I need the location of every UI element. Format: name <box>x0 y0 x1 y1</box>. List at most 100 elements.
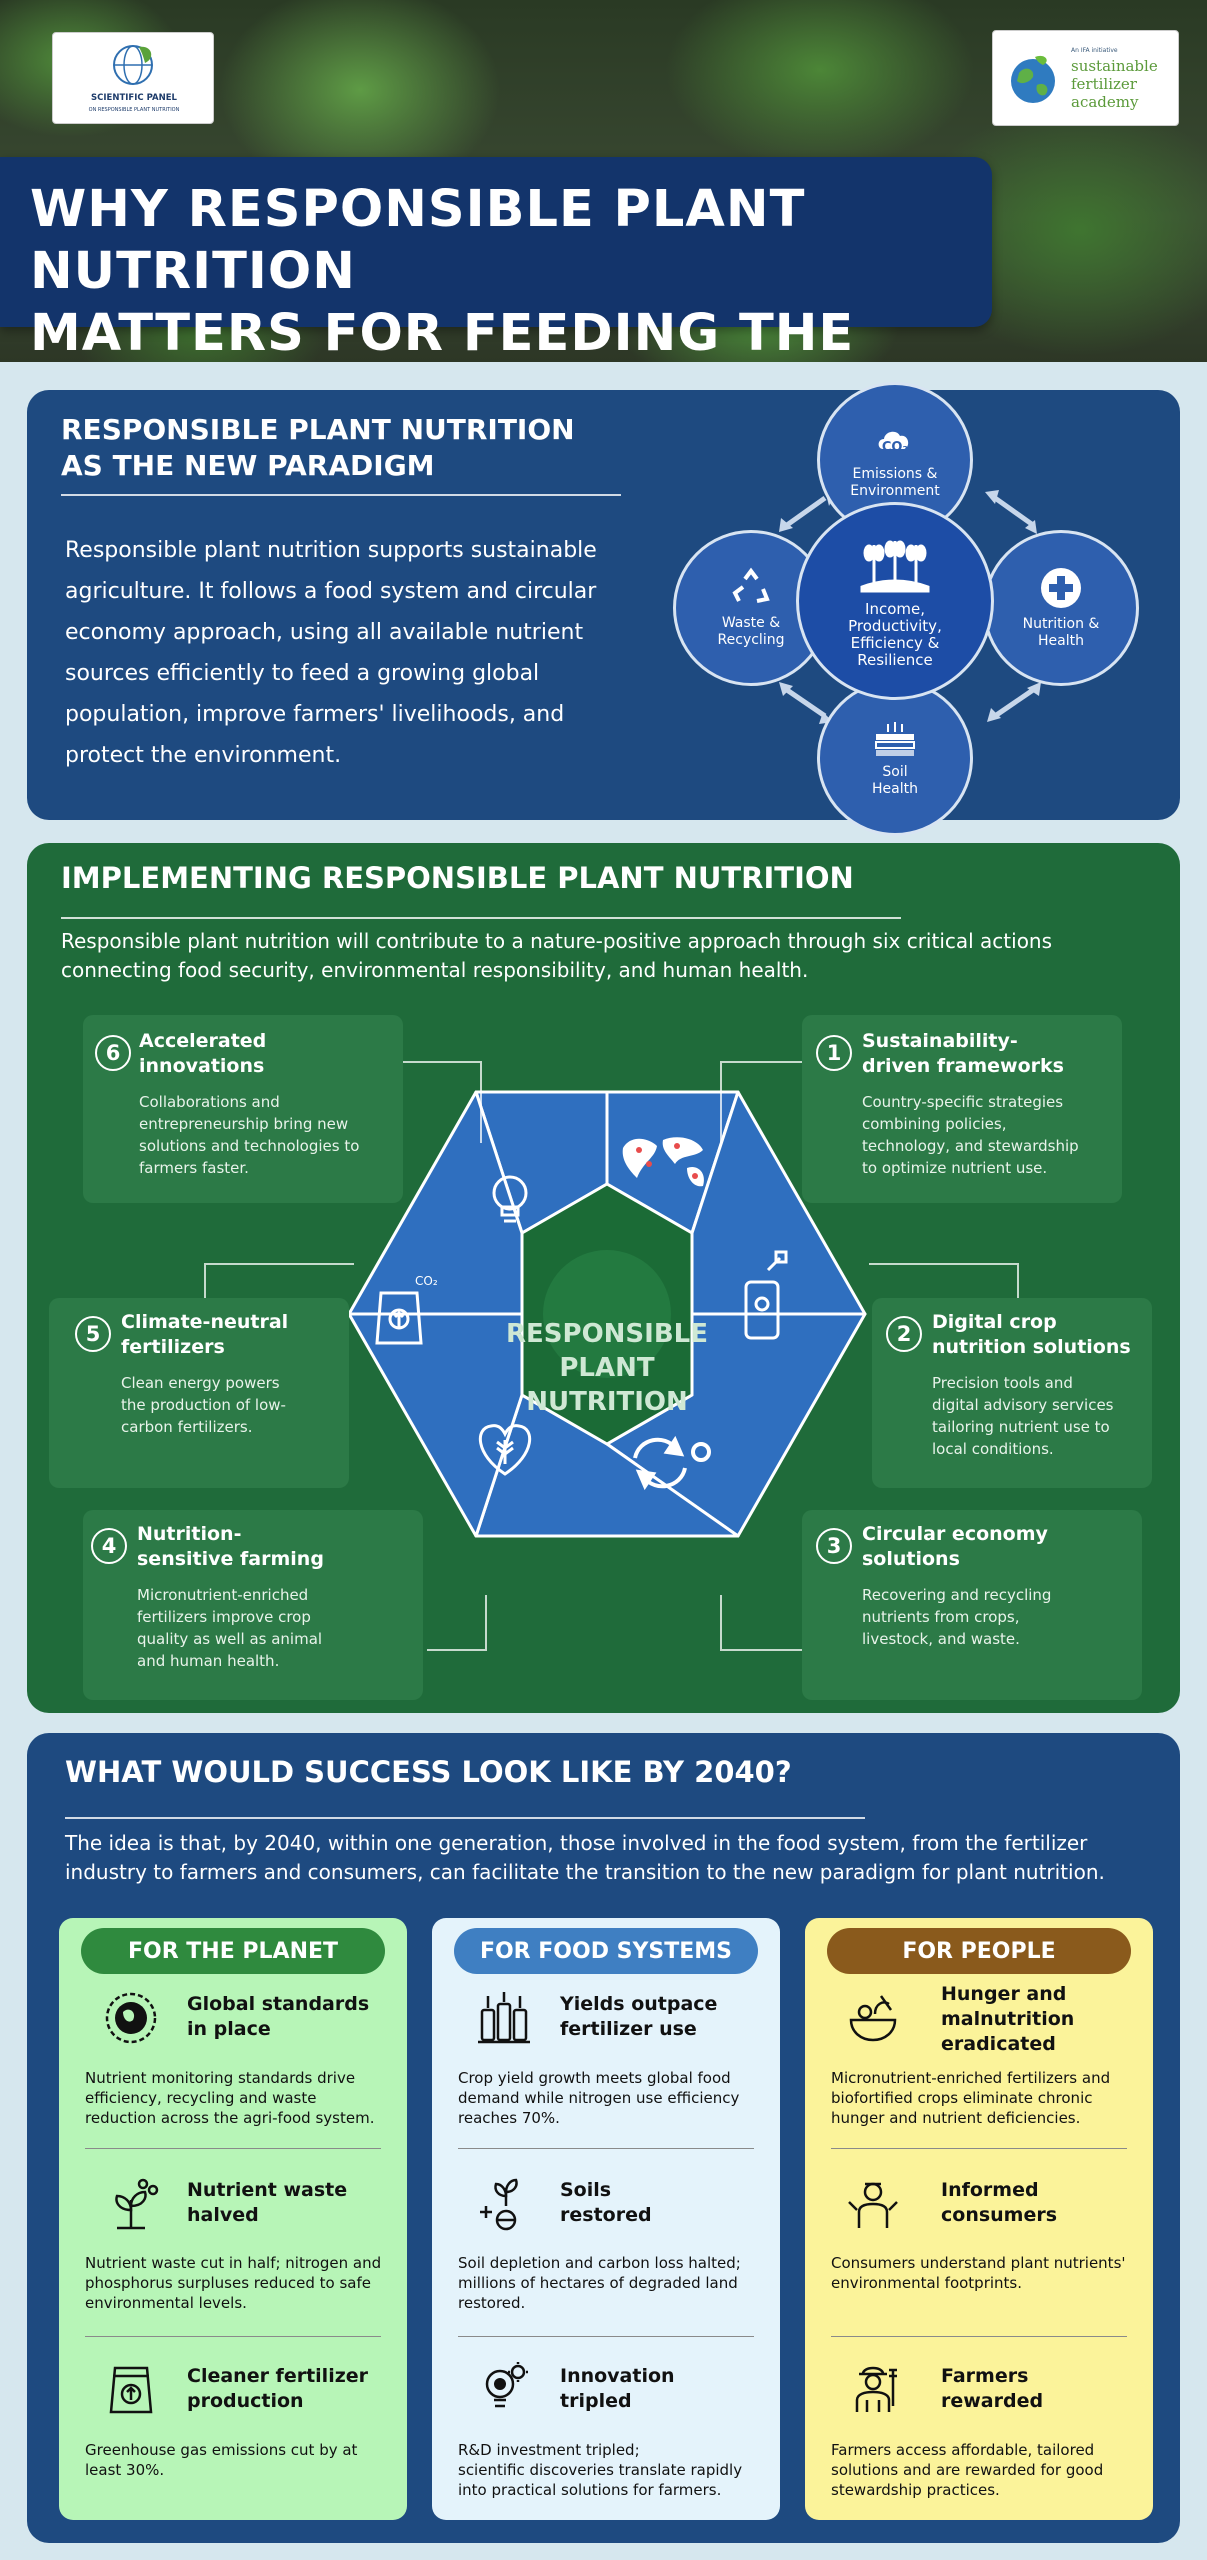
earth-icon <box>1011 55 1055 103</box>
item-desc-line: into practical solutions for farmers. <box>458 2481 722 2499</box>
item-desc-line: demand while nitrogen use efficiency <box>458 2089 740 2107</box>
item-desc-line: millions of hectares of degraded land <box>458 2274 738 2292</box>
item-desc-line: R&D investment tripled; <box>458 2441 640 2459</box>
item-desc-line: stewardship practices. <box>831 2481 1000 2499</box>
paradigm-section: RESPONSIBLE PLANT NUTRITION AS THE NEW P… <box>27 382 1180 836</box>
item-divider <box>831 2336 1127 2337</box>
item-title-line: Soils <box>560 2179 612 2201</box>
item-desc-line: Greenhouse gas emissions cut by at <box>85 2441 358 2459</box>
soil-health-label: Soil Health <box>872 764 918 797</box>
item-title-line: eradicated <box>941 2033 1056 2055</box>
item-desc-line: environmental levels. <box>85 2294 247 2312</box>
income-productivity-label: Income, Productivity, Efficiency & Resil… <box>848 600 942 669</box>
item-title-line: Yields outpace <box>560 1993 718 2015</box>
heart-wheat-icon <box>478 1424 532 1476</box>
implementing-intro-line-1: Responsible plant nutrition will contrib… <box>61 929 1053 953</box>
item-desc-line: Crop yield growth meets global food <box>458 2069 731 2087</box>
action-desc: Clean energy powers the production of lo… <box>121 1374 286 1436</box>
item-desc-line: restored. <box>458 2294 526 2312</box>
action-card-2: 2 Digital crop nutrition solutions Preci… <box>872 1298 1152 1488</box>
action-desc: Collaborations and entrepreneurship brin… <box>139 1093 360 1177</box>
income-productivity-circle: Income, Productivity, Efficiency & Resil… <box>796 502 994 700</box>
action-title: Sustainability-driven frameworks <box>862 1030 1064 1077</box>
item-desc-line: Farmers access affordable, tailored <box>831 2441 1095 2459</box>
page-title: WHY RESPONSIBLE PLANT NUTRITION MATTERS … <box>30 179 992 362</box>
nutrition-health-label: Nutrition & Health <box>1022 616 1100 649</box>
item-desc: Nutrient waste cut in half; nitrogen and… <box>85 2253 381 2313</box>
implementing-section: IMPLEMENTING RESPONSIBLE PLANT NUTRITION… <box>27 843 1180 1713</box>
action-number: 3 <box>816 1528 852 1564</box>
action-title: Accelerated innovations <box>139 1030 267 1077</box>
item-desc: Soil depletion and carbon loss halted;mi… <box>458 2253 741 2313</box>
action-title: Circular economy solutions <box>862 1523 1048 1570</box>
title-banner: WHY RESPONSIBLE PLANT NUTRITION MATTERS … <box>0 157 992 362</box>
action-card-6: 6 Accelerated innovations Collaborations… <box>83 1015 403 1203</box>
page-title-line-2: MATTERS FOR FEEDING THE WORLD <box>30 304 855 362</box>
crop-yield-icon <box>478 1992 530 2044</box>
item-desc: Consumers understand plant nutrients'env… <box>831 2253 1126 2293</box>
cycle-arrows <box>779 490 1041 724</box>
item-desc-line: Nutrient monitoring standards drive <box>85 2069 356 2087</box>
plant-molecule-icon <box>115 2178 159 2230</box>
hexagon-center-line-1: RESPONSIBLE <box>506 1319 708 1349</box>
action-card-5: 5 Climate-neutral fertilizers Clean ener… <box>49 1298 349 1488</box>
action-card-3: 3 Circular economy solutions Recovering … <box>802 1510 1142 1700</box>
connector-1 <box>720 1061 832 1143</box>
success-intro-line-1: The idea is that, by 2040, within one ge… <box>65 1831 1088 1855</box>
action-desc: Country-specific strategies combining po… <box>862 1093 1079 1177</box>
paradigm-body: Responsible plant nutrition supports sus… <box>65 530 625 776</box>
item-divider <box>458 2336 754 2337</box>
academy-line-2: fertilizer <box>1071 75 1137 93</box>
item-divider <box>85 2336 381 2337</box>
item-title-line: Innovation <box>560 2365 675 2387</box>
action-card-4: 4 Nutrition-sensitive farming Micronutri… <box>83 1510 423 1700</box>
success-underline <box>65 1817 865 1819</box>
item-title-line: Global standards <box>187 1993 370 2015</box>
item-desc-line: Consumers understand plant nutrients' <box>831 2254 1126 2272</box>
hexagon-center-label: RESPONSIBLE PLANT NUTRITION <box>467 1317 747 1419</box>
paradigm-body-line: economy approach, using all available nu… <box>65 620 584 645</box>
action-number: 4 <box>91 1528 127 1564</box>
item-divider <box>831 2148 1127 2149</box>
connector-4 <box>427 1595 487 1651</box>
column-label-food-systems: FOR FOOD SYSTEMS <box>454 1928 758 1974</box>
responsible-nutrition-hexagon: CO₂ <box>347 1090 867 1538</box>
fertilizer-bag-icon: CO₂ <box>375 1274 438 1345</box>
informed-person-icon <box>848 2182 898 2228</box>
item-title-line: Cleaner fertilizer <box>187 2365 369 2387</box>
paradigm-body-line: protect the environment. <box>65 743 342 768</box>
action-card-1: 1 Sustainability-driven frameworks Count… <box>802 1015 1122 1203</box>
success-intro: The idea is that, by 2040, within one ge… <box>65 1829 1105 1887</box>
item-title-line: malnutrition <box>941 2008 1075 2030</box>
nutrition-health-circle: Nutrition & Health <box>983 530 1139 686</box>
scientific-panel-name: SCIENTIFIC PANEL <box>91 93 177 103</box>
svg-text:CO₂: CO₂ <box>415 1274 438 1288</box>
action-desc: Precision tools and digital advisory ser… <box>932 1374 1114 1458</box>
hexagon-center-line-2: PLANT <box>559 1353 655 1383</box>
paradigm-body-line: agriculture. It follows a food system an… <box>65 579 597 604</box>
paradigm-body-line: sources efficiently to feed a growing gl… <box>65 661 540 686</box>
item-desc-line: reduction across the agri-food system. <box>85 2109 375 2127</box>
column-label-people: FOR PEOPLE <box>827 1928 1131 1974</box>
implementing-underline <box>61 917 901 919</box>
implementing-intro: Responsible plant nutrition will contrib… <box>61 927 1052 985</box>
co2-cloud-icon <box>878 431 909 449</box>
action-desc: Recovering and recycling nutrients from … <box>862 1586 1052 1648</box>
connector-5 <box>204 1263 354 1311</box>
item-desc-line: Nutrient waste cut in half; nitrogen and <box>85 2254 382 2272</box>
globe-icon <box>105 1992 157 2044</box>
connector-2 <box>869 1263 1019 1311</box>
smartphone-icon <box>744 1250 788 1340</box>
success-intro-line-2: industry to farmers and consumers, can f… <box>65 1860 1105 1884</box>
scientific-panel-logo: SCIENTIFIC PANEL ON RESPONSIBLE PLANT NU… <box>52 32 214 124</box>
